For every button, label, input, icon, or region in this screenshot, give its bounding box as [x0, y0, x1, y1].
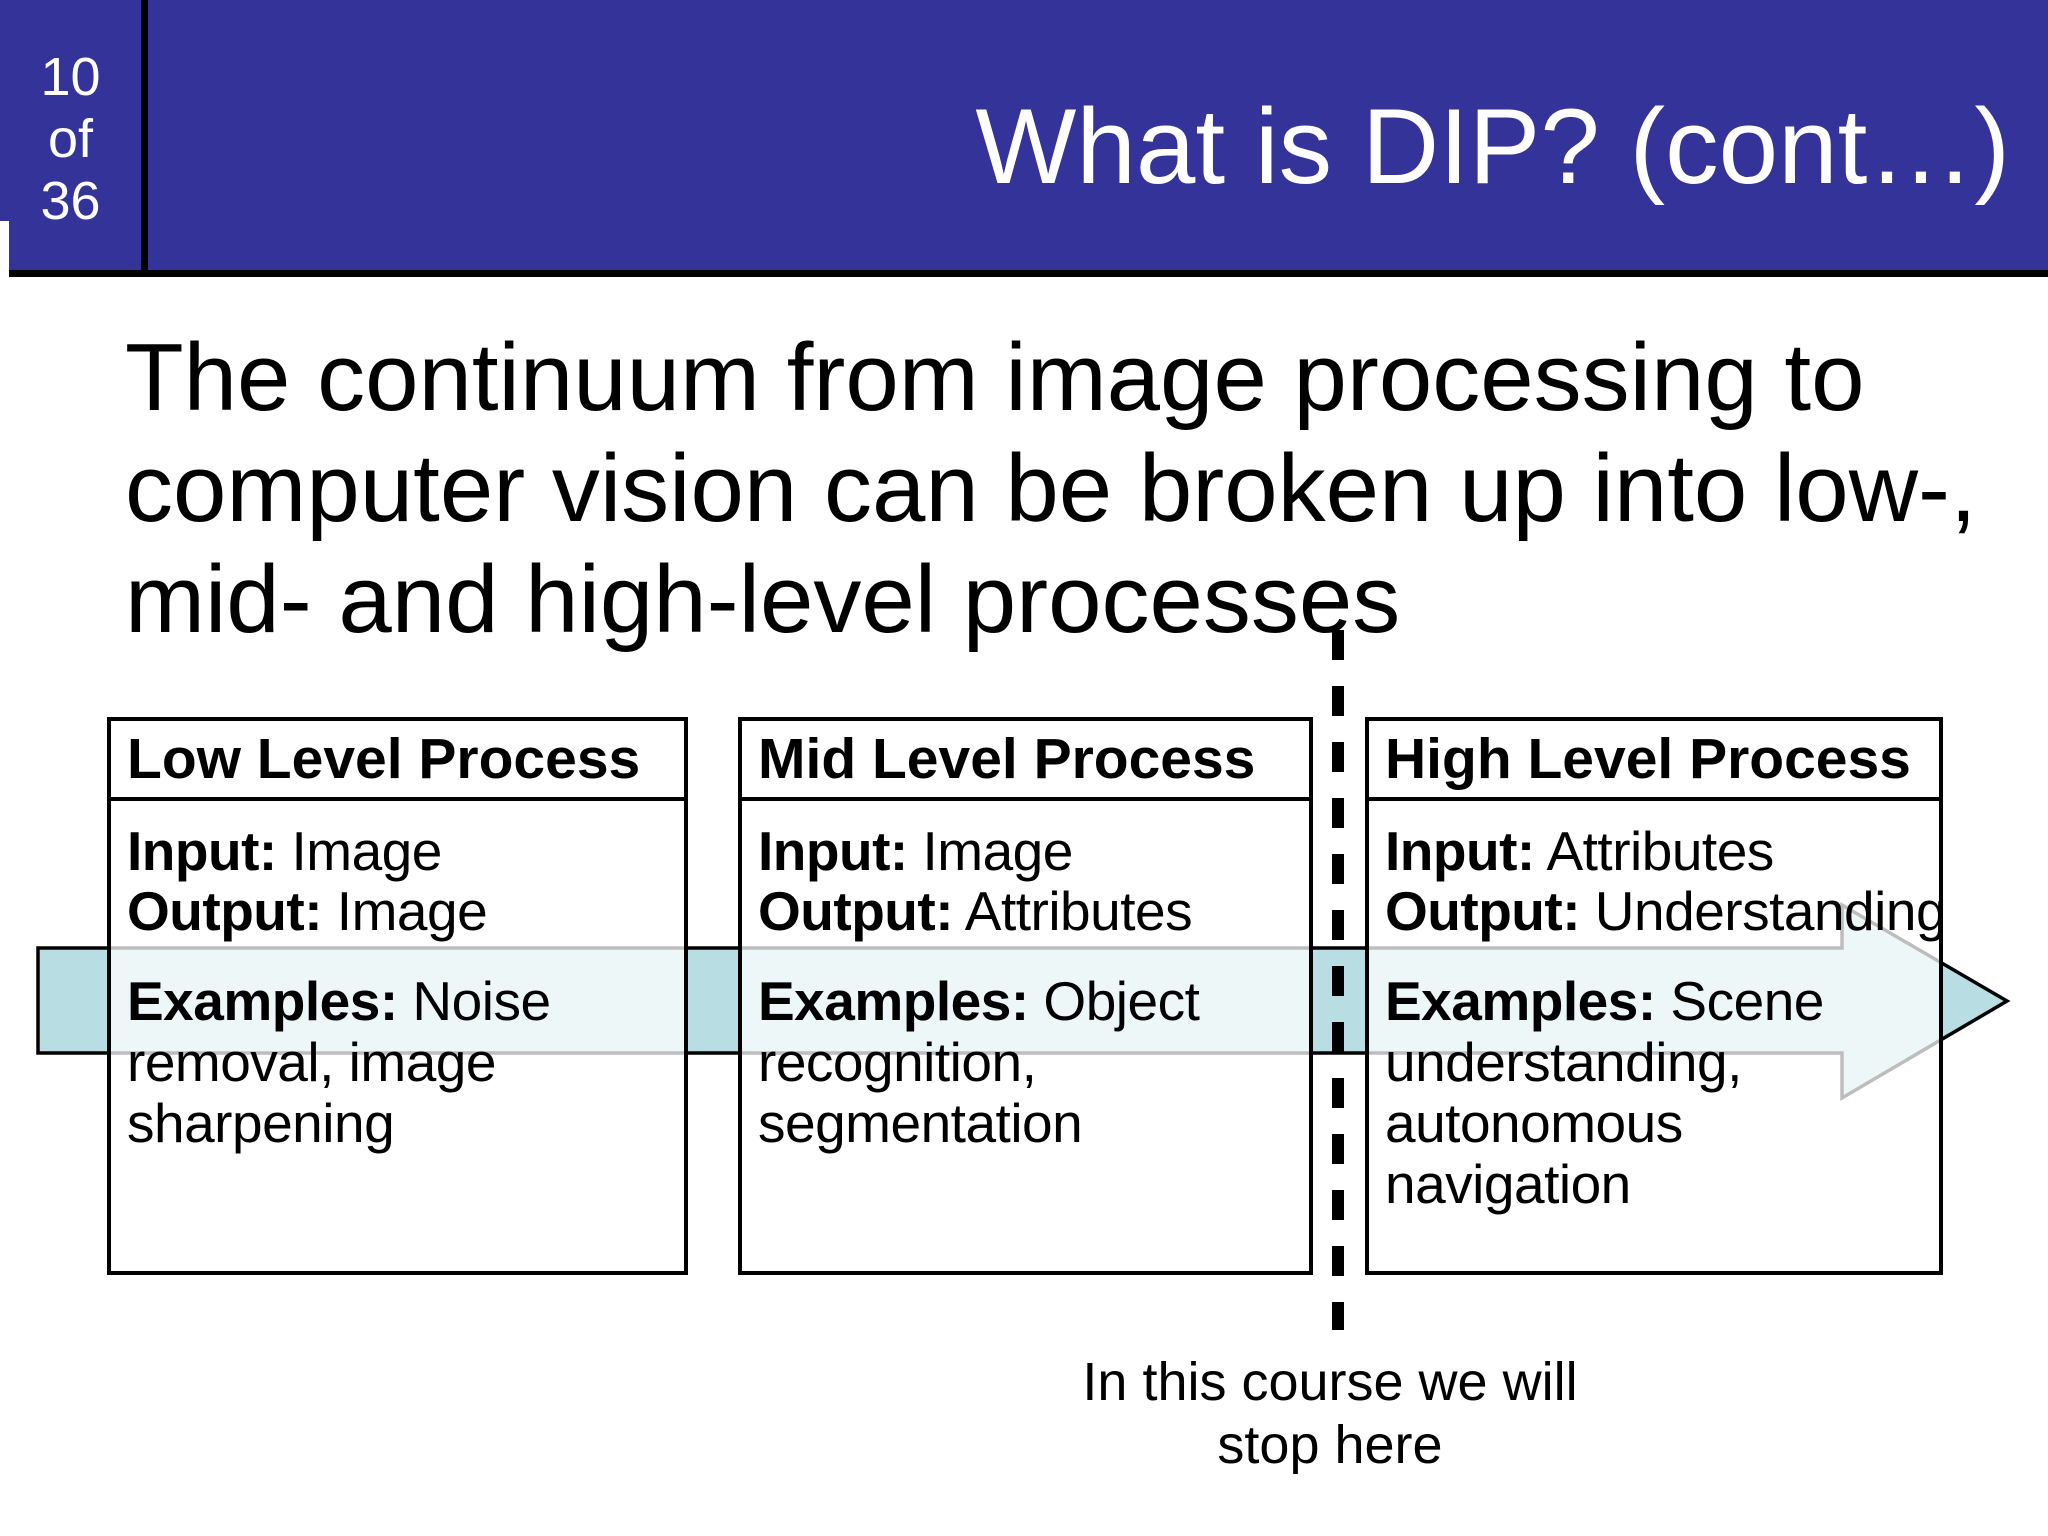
- input-value: Image: [291, 820, 442, 882]
- page-number-total: 36: [40, 171, 101, 231]
- input-value: Image: [922, 820, 1073, 882]
- process-box-mid: Mid Level Process Input: Image Output: A…: [738, 717, 1313, 1275]
- output-value: Understanding: [1594, 880, 1947, 942]
- output-label: Output:: [127, 880, 323, 942]
- process-box-low-title: Low Level Process: [111, 721, 684, 801]
- examples-label: Examples:: [1385, 970, 1656, 1032]
- io-line: Input: Attributes: [1385, 821, 1939, 881]
- examples-value: Object recognition, segmentation: [758, 970, 1200, 1154]
- io-line: Output: Image: [127, 881, 684, 941]
- io-line: Output: Understanding: [1385, 880, 1947, 942]
- intro-text: The continuum from image processing to c…: [125, 322, 1977, 655]
- io-line: Input: Image: [127, 821, 684, 881]
- page-number-of-label: of: [47, 109, 94, 169]
- process-box-high: High Level Process Input: Attributes Out…: [1365, 717, 1947, 1275]
- input-label: Input:: [127, 820, 277, 882]
- output-label: Output:: [758, 880, 954, 942]
- process-box-low-examples: Examples: Noise removal, image sharpenin…: [111, 971, 684, 1154]
- process-box-low-io: Input: Image Output: Image: [111, 821, 684, 941]
- output-value: Attributes: [964, 880, 1193, 942]
- output-value: Image: [336, 880, 488, 942]
- header-corner-notch: [0, 221, 9, 277]
- input-value: Attributes: [1546, 820, 1774, 882]
- intro-line-3: mid- and high-level processes: [125, 546, 1401, 653]
- course-scope-dashed-line: [1332, 630, 1344, 1330]
- process-box-mid-title: Mid Level Process: [742, 721, 1309, 801]
- examples-value: Noise removal, image sharpening: [127, 970, 551, 1154]
- process-box-high-examples: Examples: Scene understanding, autonomou…: [1369, 971, 1939, 1215]
- examples-label: Examples:: [127, 970, 398, 1032]
- process-box-high-title: High Level Process: [1369, 721, 1939, 801]
- page-number-box: 10 of 36: [0, 0, 148, 270]
- input-label: Input:: [1385, 820, 1535, 882]
- examples-value: Scene understanding, autonomous navigati…: [1385, 970, 1824, 1215]
- process-box-mid-io: Input: Image Output: Attributes: [742, 821, 1309, 941]
- header-bar: 10 of 36 What is DIP? (cont…): [0, 0, 2048, 277]
- io-line: Input: Image: [758, 821, 1309, 881]
- slide-title: What is DIP? (cont…): [975, 86, 2010, 206]
- output-label: Output:: [1385, 880, 1581, 942]
- process-box-high-io: Input: Attributes Output: Understanding: [1369, 821, 1947, 942]
- page-number-text: 10 of 36: [0, 46, 141, 232]
- page-number-current: 10: [40, 47, 101, 107]
- input-label: Input:: [758, 820, 908, 882]
- intro-line-2: computer vision can be broken up into lo…: [125, 435, 1977, 542]
- process-box-low: Low Level Process Input: Image Output: I…: [107, 717, 688, 1275]
- examples-label: Examples:: [758, 970, 1029, 1032]
- intro-line-1: The continuum from image processing to: [125, 324, 1865, 431]
- io-line: Output: Attributes: [758, 881, 1309, 941]
- process-box-mid-examples: Examples: Object recognition, segmentati…: [742, 971, 1309, 1154]
- stop-note-text: In this course we will stop here: [1082, 1352, 1578, 1475]
